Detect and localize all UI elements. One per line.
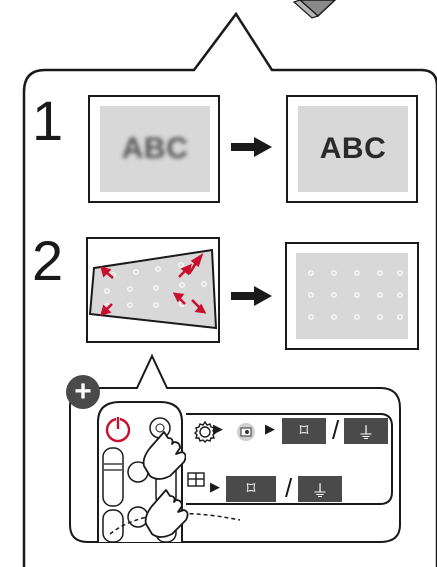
row-2-arrow-icon: ▶ [210,480,220,495]
separator-1: / [332,415,340,445]
correction-arrows [100,252,207,316]
aligned-grid-points [308,270,403,320]
grid-icon [187,472,205,487]
step-1-before-image: ABC [100,106,210,192]
pointing-hand-icon [142,431,189,538]
step-2-arrow-icon [231,286,272,306]
plus-icon: + [66,375,100,409]
separator-2: / [285,473,293,503]
picture-settings-icon [237,423,255,441]
step-1-number: 1 [32,89,64,152]
remote-illustration [97,401,393,542]
step-1-after-image: ABC [298,106,408,192]
zoom-key-2-icon: ⌑ [226,476,276,502]
zoom-key-icon: ⌑ [282,418,326,444]
blurry-abc-text: ABC [121,132,189,165]
step-2-before-screen [86,237,220,343]
sharp-abc-text: ABC [319,132,387,165]
step-1-arrow-icon [231,137,272,157]
tilt-key-icon: ⏚ [344,418,388,444]
tilt-key-2-icon: ⏚ [298,476,342,502]
row-1-arrow-2-icon: ▶ [265,422,275,437]
row-1-arrow-1-icon: ▶ [213,422,223,437]
projector-corner-icon [292,0,337,19]
gear-icon [194,420,216,443]
step-2-number: 2 [32,229,64,292]
step-2-after-screen [285,242,419,350]
